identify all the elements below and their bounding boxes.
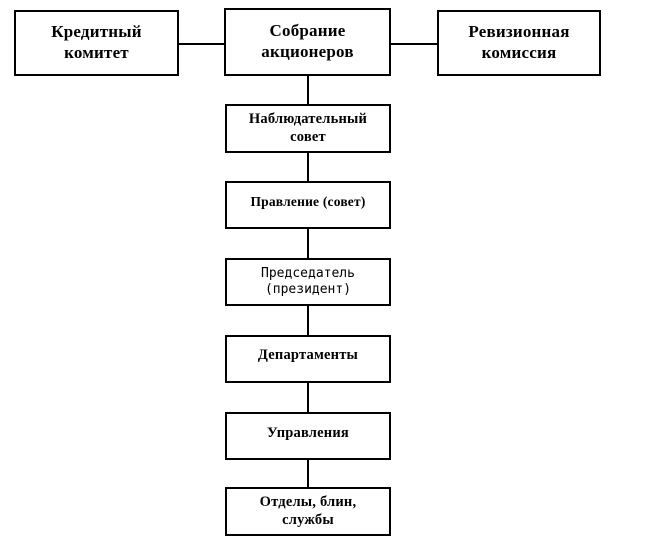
node-credit-committee-label: Кредитный комитет [51,22,142,62]
node-chairman-label: Председатель (президент) [261,266,355,297]
connector-supervisory-board-to-management-board [307,151,309,183]
node-departments-label: Департаменты [257,347,359,363]
node-credit-committee[interactable]: Кредитный комитет [14,10,179,76]
node-supervisory-board[interactable]: Наблюдательный совет [225,104,391,153]
node-divisions-label: Отделы, блин, службы [259,493,357,528]
node-departments[interactable]: Департаменты [225,335,391,383]
node-management-board-label: Правление (совет) [250,194,366,209]
connector-credit-committee-to-meeting [176,43,227,45]
node-directorates[interactable]: Управления [225,412,391,460]
node-audit-commission-label: Ревизионная комиссия [468,22,570,62]
node-management-board[interactable]: Правление (совет) [225,181,391,229]
connector-meeting-to-audit-commission [388,43,440,45]
connector-meeting-to-supervisory-board [307,73,309,106]
connector-directorates-to-divisions [307,458,309,489]
node-supervisory-board-label: Наблюдательный совет [248,110,368,145]
connector-chairman-to-departments [307,304,309,337]
connector-management-board-to-chairman [307,227,309,260]
node-directorates-label: Управления [267,425,349,441]
connector-departments-to-directorates [307,381,309,414]
node-divisions[interactable]: Отделы, блин, службы [225,487,391,536]
node-audit-commission[interactable]: Ревизионная комиссия [437,10,601,76]
node-shareholders-meeting[interactable]: Собрание акционеров [224,8,391,76]
node-chairman[interactable]: Председатель (президент) [225,258,391,306]
node-shareholders-meeting-label: Собрание акционеров [261,21,354,61]
